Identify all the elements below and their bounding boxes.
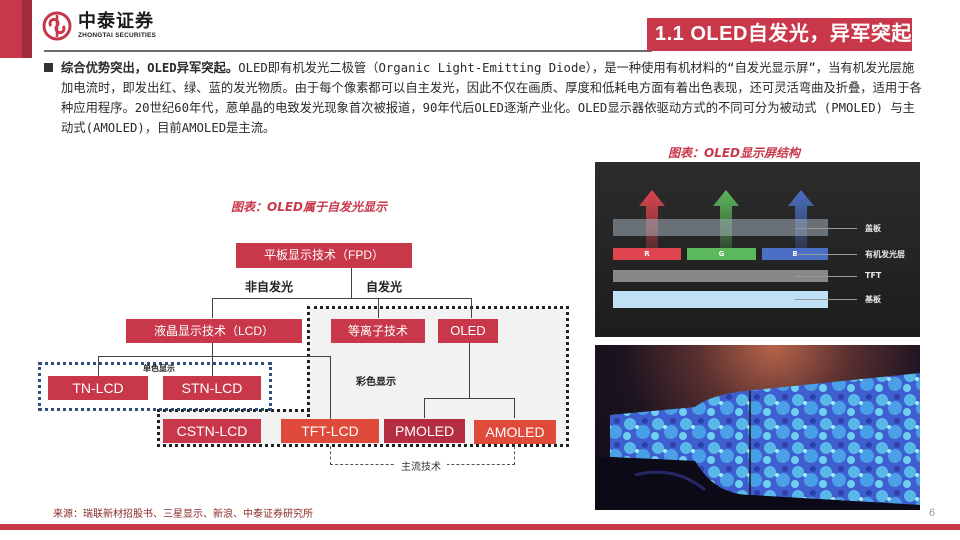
node-oled: OLED (438, 319, 498, 343)
connector-root (351, 268, 352, 299)
node-tn-lcd: TN-LCD (48, 376, 148, 400)
company-logo: 中泰证券 ZHONGTAI SECURITIES (42, 11, 156, 41)
zhongtai-logo-icon (42, 11, 72, 41)
node-fpd: 平板显示技术（FPD） (236, 243, 412, 268)
label-tft: TFT (865, 271, 882, 280)
footer-accent-bar (0, 524, 960, 530)
label-emissive: 自发光 (366, 280, 403, 294)
connector-oled-bar (424, 398, 515, 399)
curved-oled-display-photo (595, 345, 920, 510)
node-plasma: 等离子技术 (331, 319, 425, 343)
logo-english-name: ZHONGTAI SECURITIES (78, 32, 157, 39)
layer-cover (613, 219, 828, 236)
leader-substrate (795, 299, 857, 300)
left-accent-bar-dark (22, 0, 32, 58)
slide-title: 1.1 OLED自发光，异军突起 (647, 18, 912, 51)
node-lcd: 液晶显示技术（LCD） (126, 319, 302, 343)
label-cover: 盖板 (865, 224, 881, 233)
connector-lcd-bar (98, 356, 331, 357)
leader-organic (795, 254, 857, 255)
lead-sentence: 综合优势突出，OLED异军突起。 (61, 61, 239, 75)
body-text: OLED即有机发光二极管（Organic Light-Emitting Diod… (61, 61, 922, 135)
node-amoled: AMOLED (474, 420, 556, 444)
bullet-square-icon (44, 63, 53, 72)
cell-green: G (687, 248, 756, 260)
display-wall-image (595, 373, 920, 510)
leader-tft (795, 276, 857, 277)
label-non-emissive: 非自发光 (245, 280, 294, 294)
node-pmoled: PMOLED (384, 419, 465, 443)
left-accent-bar (0, 0, 22, 58)
label-substrate: 基板 (865, 295, 881, 304)
left-figure-caption: 图表：OLED属于自发光显示 (231, 200, 388, 214)
node-stn-lcd: STN-LCD (163, 376, 261, 400)
mono-display-border (38, 362, 272, 411)
connector-branch (212, 298, 472, 299)
header-divider (44, 50, 652, 52)
oled-structure-image: 盖板 R G B 有机发光层 TFT 基板 (595, 162, 920, 337)
label-color-display: 彩色显示 (356, 377, 396, 388)
node-cstn-lcd: CSTN-LCD (163, 419, 261, 443)
connector-plasma (378, 298, 379, 318)
layer-substrate (613, 291, 828, 308)
connector-pmoled (424, 398, 425, 418)
page-number: 6 (929, 507, 936, 519)
color-display-border (307, 306, 569, 447)
connector-oled (471, 298, 472, 318)
leader-cover (795, 228, 857, 229)
label-mainstream: 主流技术 (395, 458, 447, 473)
label-organic: 有机发光层 (865, 250, 905, 259)
right-figure-caption: 图表：OLED显示屏结构 (668, 146, 801, 160)
logo-chinese-name: 中泰证券 (78, 11, 154, 32)
cell-red: R (613, 248, 681, 260)
source-note: 来源：瑞联新材招股书、三星显示、新浪、中泰证券研究所 (53, 509, 313, 520)
layer-tft (613, 270, 828, 282)
node-tft-lcd: TFT-LCD (281, 419, 379, 443)
connector-tn (98, 356, 99, 376)
connector-lcd-down (212, 343, 213, 378)
body-paragraph: 综合优势突出，OLED异军突起。OLED即有机发光二极管（Organic Lig… (44, 58, 924, 138)
label-mono-display: 单色显示 (143, 364, 175, 373)
connector-tft (330, 356, 331, 419)
connector-oled-down (469, 343, 470, 399)
connector-lcd (212, 298, 213, 318)
connector-amoled (514, 398, 515, 418)
